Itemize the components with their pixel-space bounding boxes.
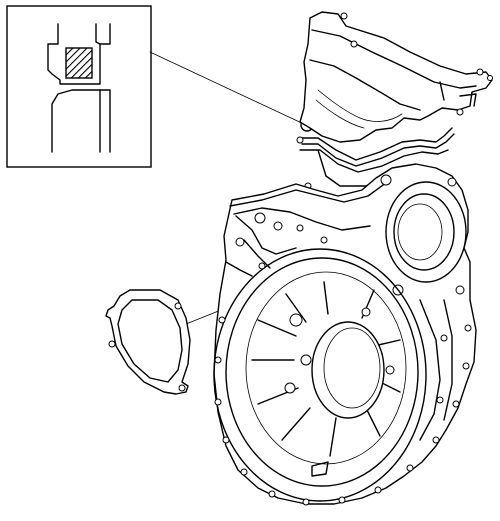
housing-bolt-hole-3 — [235, 237, 245, 247]
gasket-ear-hole-2 — [108, 340, 116, 348]
inset-groove-wall — [99, 23, 111, 45]
inset-seal-section — [65, 47, 93, 79]
bell-rim-inner — [225, 257, 419, 487]
leader-line-inset — [149, 51, 307, 126]
cover-bolt-1 — [340, 12, 348, 20]
cover-bolt-2 — [350, 40, 358, 48]
bell-outer-rim — [213, 248, 427, 502]
starter-bolt-3 — [455, 285, 465, 295]
inset-upper-profile — [47, 23, 101, 85]
housing-bolt-hole-1 — [254, 212, 266, 224]
inset-lower-profile — [51, 89, 101, 153]
starter-bolt-1 — [380, 174, 392, 186]
cover-bolt-4 — [456, 108, 464, 116]
round-gasket — [105, 289, 191, 395]
crank-bore — [311, 321, 385, 419]
top-cover — [299, 11, 493, 143]
gasket-ear-hole-3 — [178, 384, 186, 392]
flywheel-housing — [213, 163, 477, 506]
detail-inset — [6, 5, 152, 168]
starter-bolt-2 — [447, 177, 457, 187]
housing-bolt-hole-2 — [273, 221, 283, 231]
gasket-ear-hole-1 — [174, 302, 182, 310]
cover-bolt-3 — [476, 68, 484, 76]
starter-boss-inner — [393, 193, 455, 271]
inset-lower-wall — [99, 89, 111, 153]
